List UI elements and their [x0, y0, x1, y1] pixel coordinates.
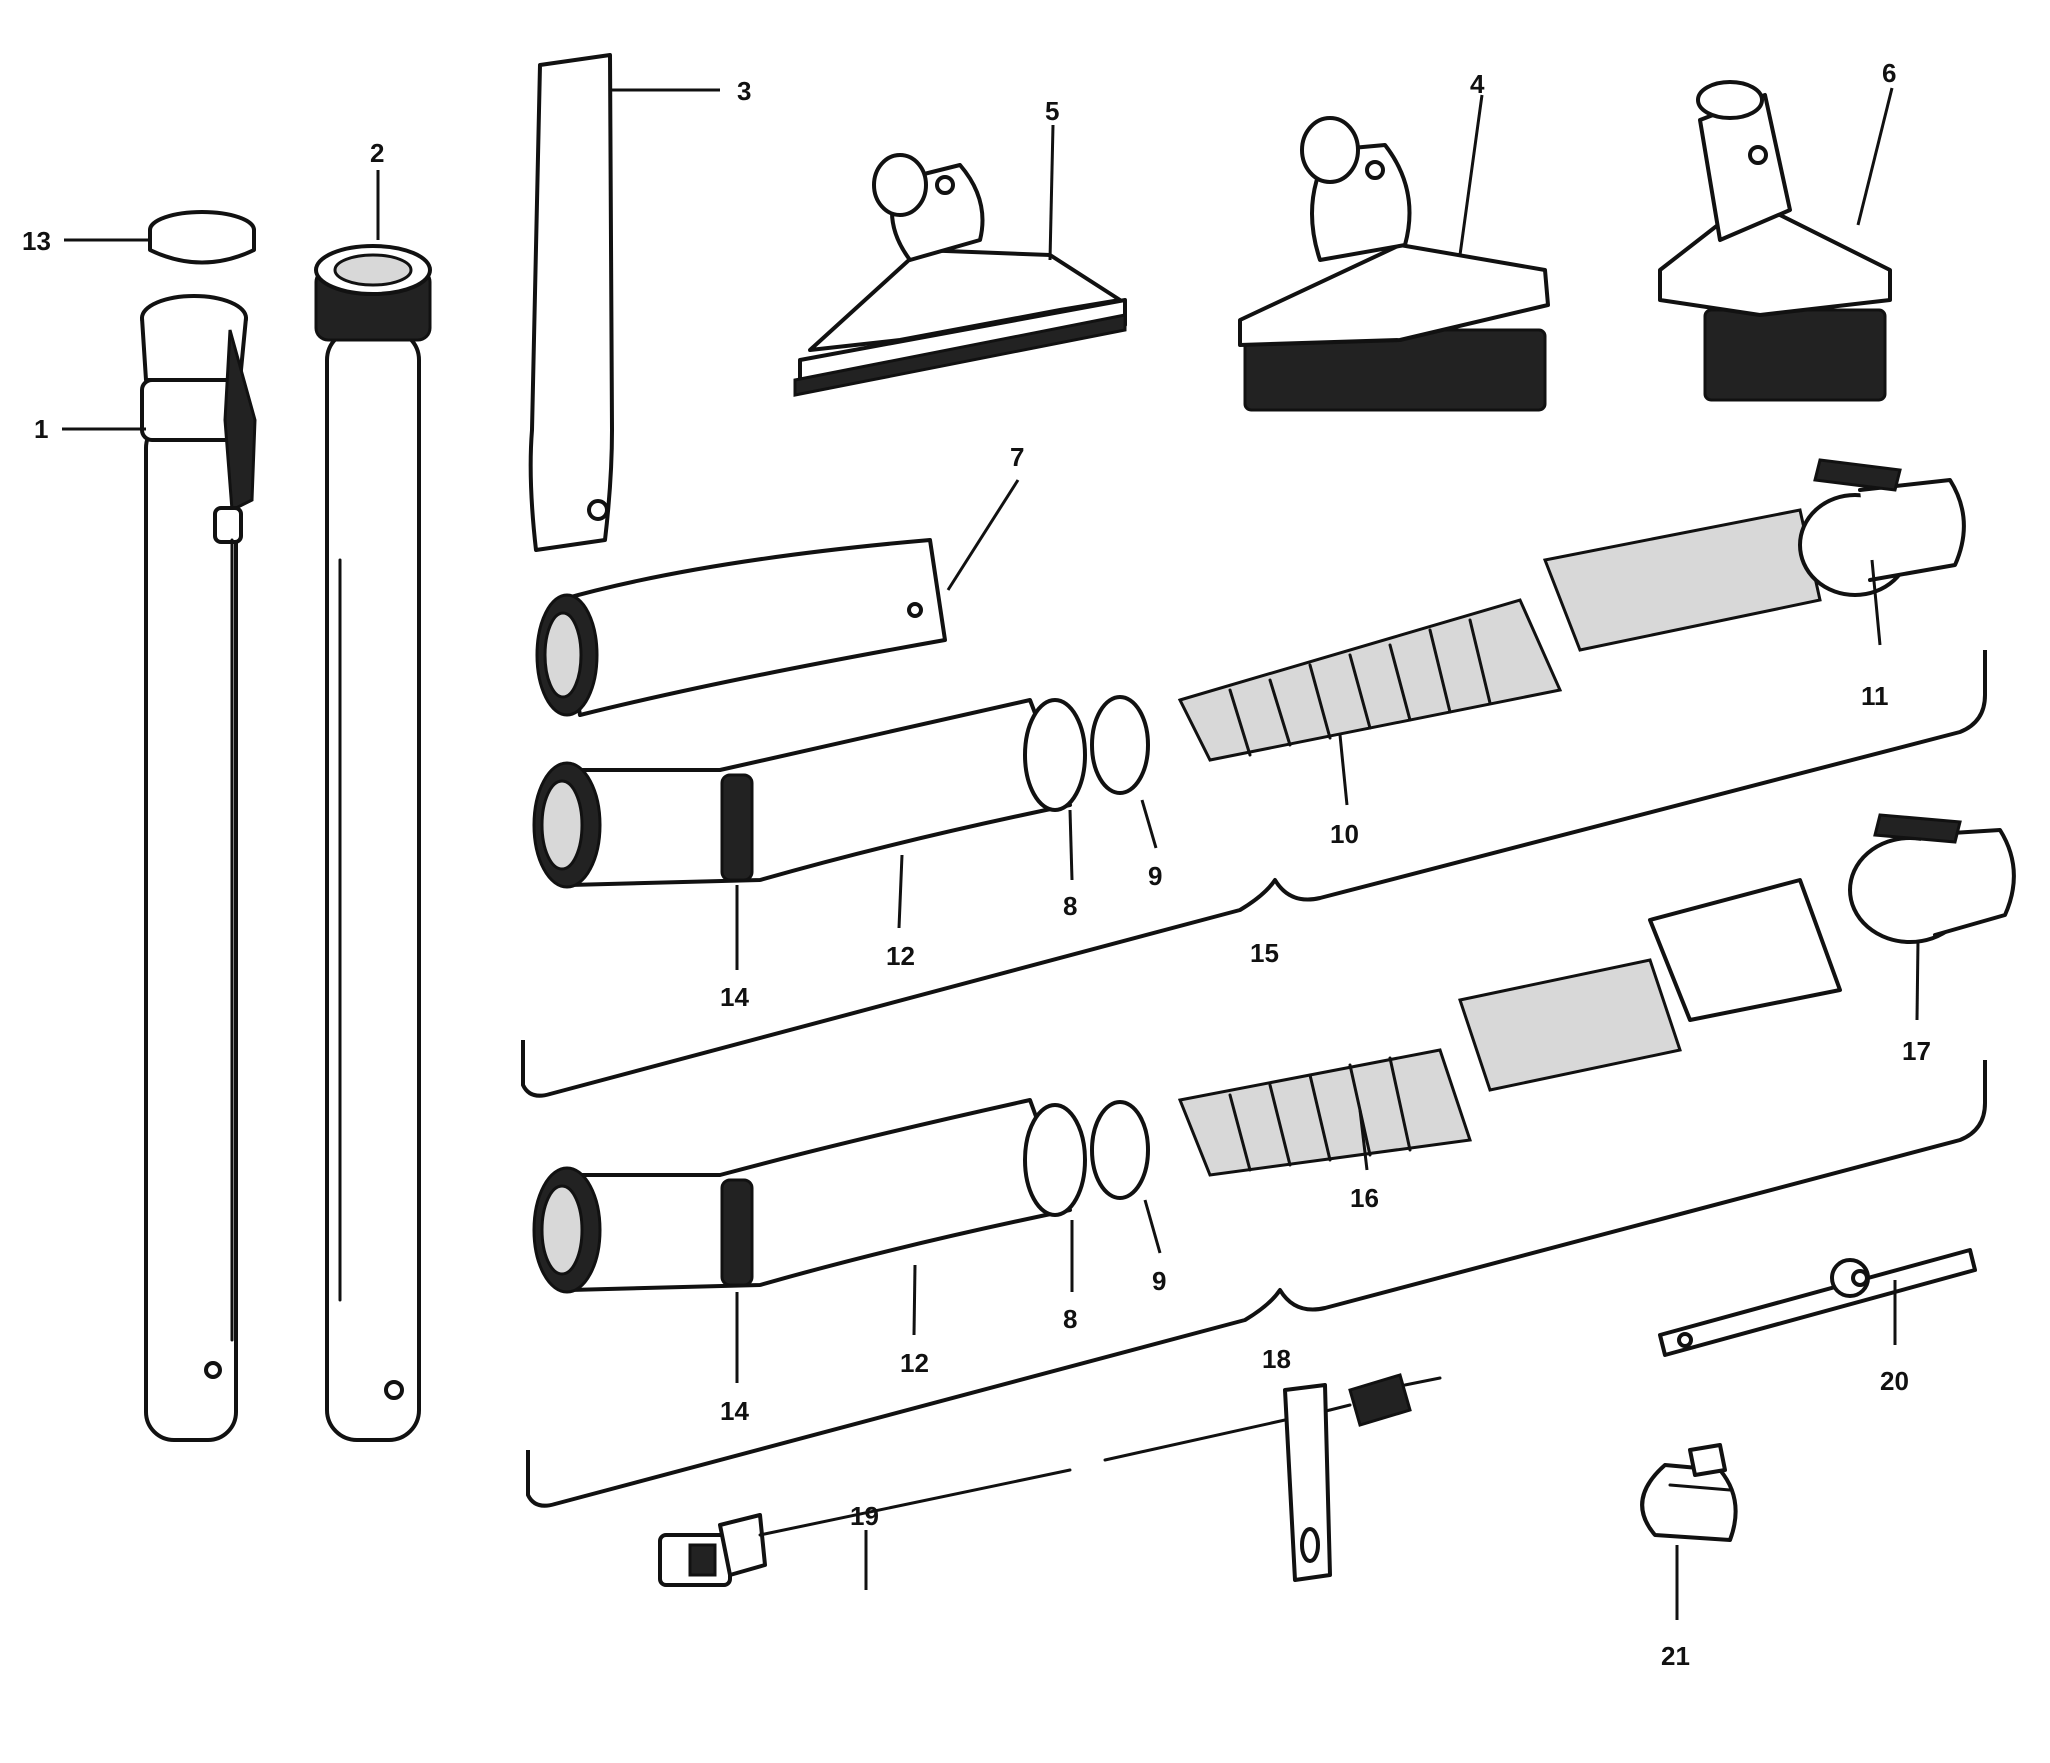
hose-coils-10 [1228, 618, 1492, 757]
callout-14b: 14 [720, 1396, 749, 1426]
clip [1640, 1443, 1738, 1542]
cord [658, 1373, 1442, 1587]
callout-14a: 14 [720, 982, 749, 1012]
callout-3: 3 [737, 76, 751, 106]
hose-assembly-upper [532, 458, 1966, 889]
crevice-tool [528, 53, 614, 552]
callout-12a: 12 [886, 941, 915, 971]
callout-17: 17 [1902, 1036, 1931, 1066]
callout-5: 5 [1045, 96, 1059, 126]
callout-4: 4 [1470, 69, 1485, 99]
curved-wand [535, 538, 947, 717]
callouts: 1 2 3 4 5 6 7 8 8 9 9 10 11 12 12 13 14 … [22, 58, 1931, 1671]
dusting-brush [1658, 80, 1892, 402]
callout-10: 10 [1330, 819, 1359, 849]
callout-9b: 9 [1152, 1266, 1166, 1296]
callout-12b: 12 [900, 1348, 929, 1378]
callout-19: 19 [850, 1501, 879, 1531]
upholstery-nozzle [793, 153, 1127, 397]
bracket-15 [521, 650, 1987, 1098]
callout-1: 1 [34, 414, 48, 444]
callout-8a: 8 [1063, 891, 1077, 921]
hose-assembly-lower [532, 813, 2016, 1294]
callout-20: 20 [1880, 1366, 1909, 1396]
bracket-18 [526, 1060, 1987, 1508]
callout-9a: 9 [1148, 861, 1162, 891]
hose-hanger [1658, 1248, 1977, 1357]
leader-lines [62, 87, 1920, 1620]
callout-7: 7 [1010, 442, 1024, 472]
floor-brush [1238, 116, 1550, 412]
callout-15: 15 [1250, 938, 1279, 968]
callout-16: 16 [1350, 1183, 1379, 1213]
callout-2: 2 [370, 138, 384, 168]
callout-21: 21 [1661, 1641, 1690, 1671]
callout-13: 13 [22, 226, 51, 256]
callout-6: 6 [1882, 58, 1896, 88]
callout-8b: 8 [1063, 1304, 1077, 1334]
wand-with-clip [140, 294, 257, 1442]
ring [148, 210, 256, 265]
wand [314, 244, 432, 1442]
callout-18: 18 [1262, 1344, 1291, 1374]
callout-11: 11 [1861, 681, 1889, 711]
